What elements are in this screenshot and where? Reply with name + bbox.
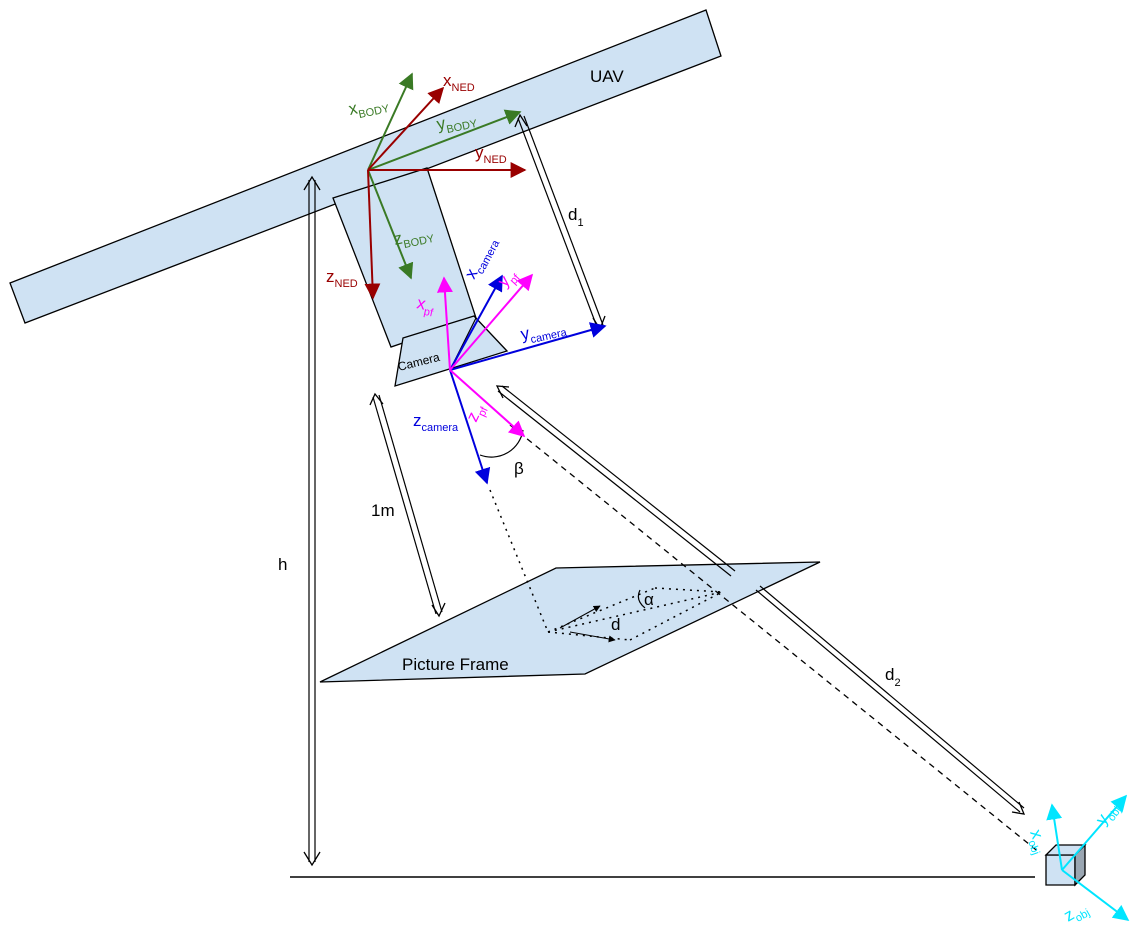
- h-measure: [303, 175, 321, 867]
- x-pf-label: xpf: [414, 293, 437, 319]
- z-obj-arrow: [1061, 869, 1130, 921]
- one-meter-measure: [369, 392, 446, 618]
- uav-body: [9, 9, 722, 324]
- h-label: h: [278, 555, 287, 574]
- y-camera-arrow: [449, 322, 607, 371]
- z-obj-label: zobj: [1061, 897, 1093, 929]
- d2-label: d2: [885, 665, 901, 689]
- z-pf-arrow: [449, 369, 526, 438]
- z-camera-label: zcamera: [413, 411, 459, 434]
- x-ned-label: xNED: [443, 71, 475, 94]
- z-ned-label: zNED: [326, 267, 358, 290]
- x-ned-arrow: [367, 86, 445, 171]
- x-camera-arrow: [449, 274, 503, 371]
- one-meter-label: 1m: [371, 501, 395, 520]
- uav-label: UAV: [590, 67, 624, 86]
- beta-label: β: [514, 459, 524, 478]
- y-obj-arrow: [1061, 794, 1128, 871]
- alpha-label: α: [644, 590, 654, 609]
- camera-lens: [394, 315, 509, 387]
- x-pf-arrow: [436, 276, 453, 371]
- projection-triangle: [547, 587, 723, 643]
- z-camera-arrow: [449, 369, 491, 485]
- z-body-arrow: [367, 169, 414, 280]
- d2-measure: [495, 385, 1026, 815]
- d1-measure: [514, 113, 606, 331]
- d-label: d: [611, 615, 620, 634]
- y-ned-label: yNED: [475, 143, 507, 166]
- camera-housing: [332, 167, 477, 348]
- x-obj-label: xobj: [1022, 827, 1052, 857]
- dotted-line-camera-axis: [489, 489, 549, 633]
- x-body-label: xBODY: [347, 92, 391, 123]
- z-ned-arrow: [364, 169, 381, 300]
- x-body-arrow: [367, 72, 414, 171]
- x-obj-arrow: [1046, 803, 1063, 871]
- beta-angle-arc: [479, 429, 524, 458]
- d1-label: d1: [568, 205, 584, 229]
- y-body-arrow: [367, 109, 522, 171]
- picture-frame-label: Picture Frame: [402, 655, 509, 674]
- dashed-line-to-object: [509, 424, 1041, 854]
- y-camera-label: ycamera: [519, 316, 569, 348]
- y-pf-arrow: [449, 273, 534, 371]
